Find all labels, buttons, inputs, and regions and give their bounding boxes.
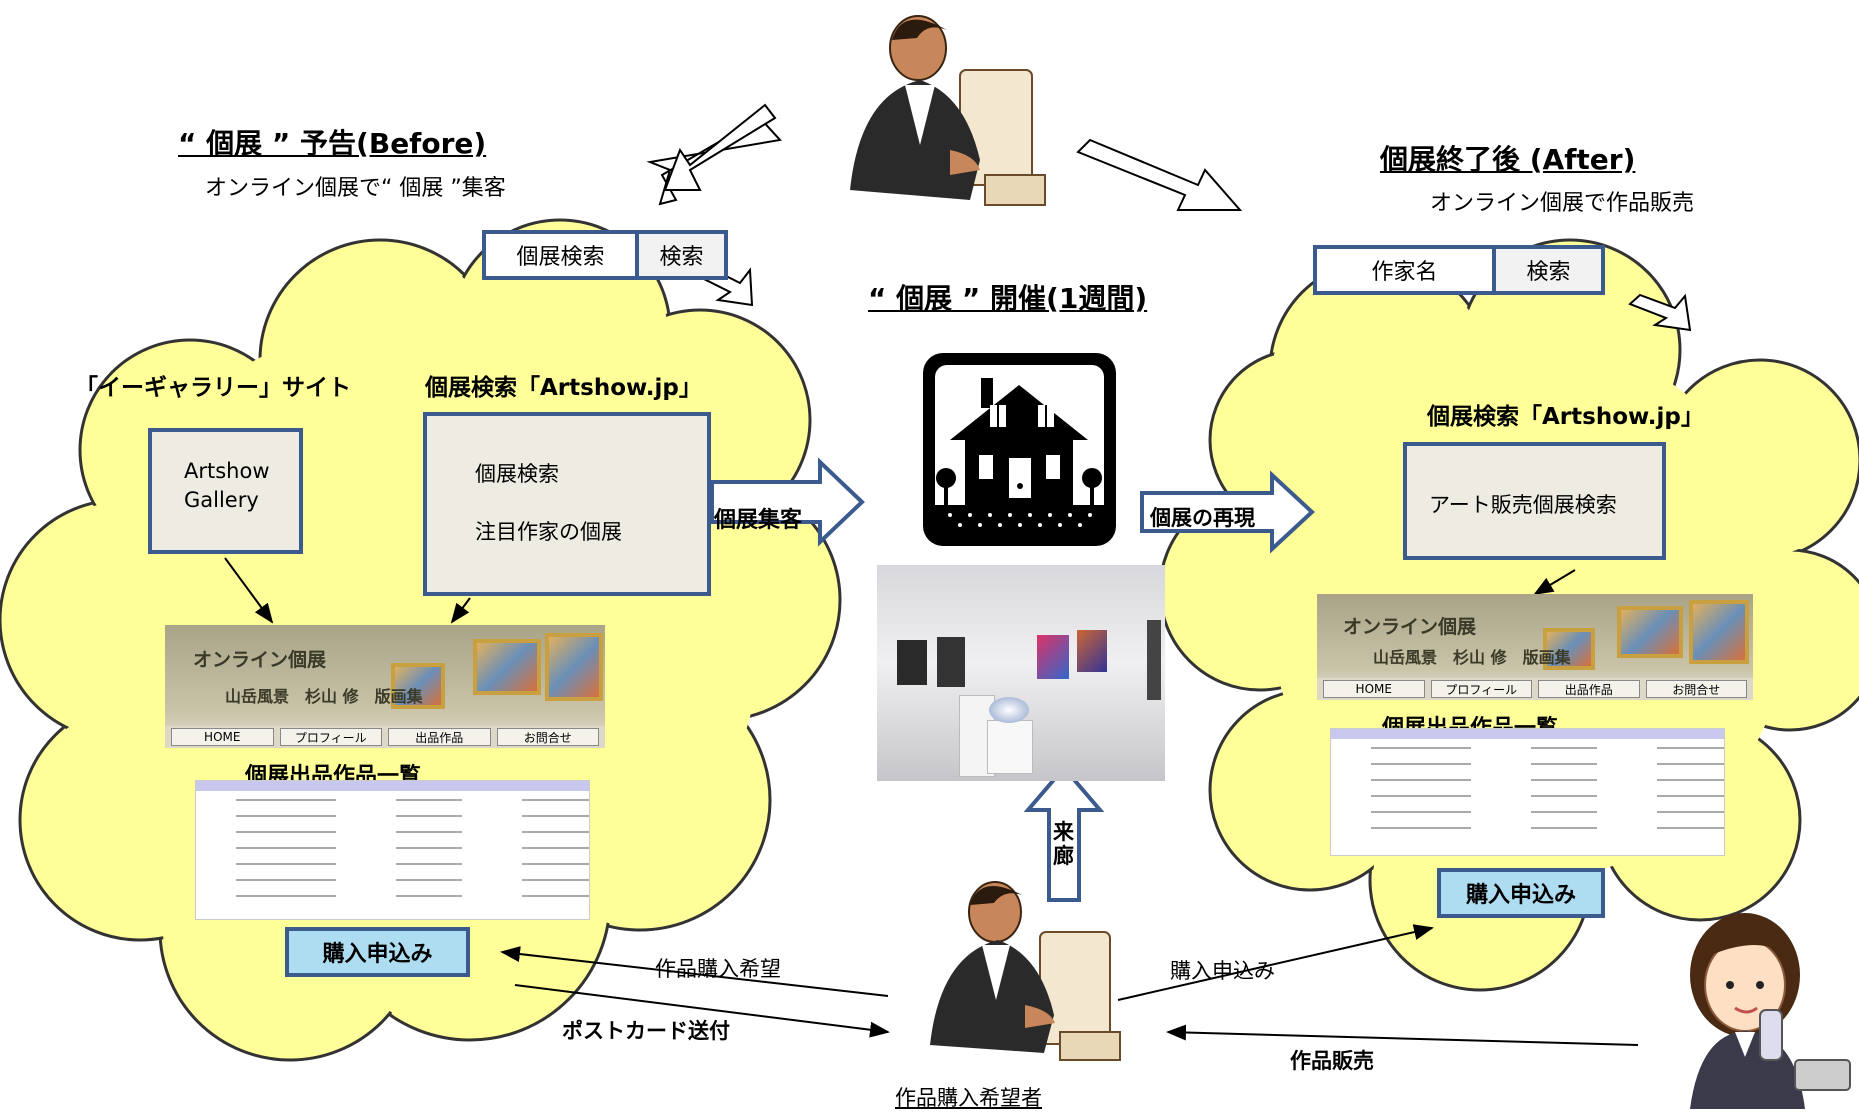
flow-apply: 購入申込み: [1170, 959, 1275, 983]
flow-postcard: ポストカード送付: [562, 1019, 730, 1043]
search-button[interactable]: 検索: [1496, 249, 1601, 291]
nav-contact[interactable]: お問合せ: [1645, 680, 1747, 698]
website-subtitle: 山岳風景 杉山 修 版画集: [1373, 648, 1571, 667]
businessman-top-illustration: [850, 15, 1046, 206]
nav-works[interactable]: 出品作品: [388, 728, 491, 746]
artshow-item[interactable]: 個展検索: [475, 462, 559, 486]
operator-illustration: [1690, 913, 1851, 1109]
online-exhibition-screenshot: オンライン個展 山岳風景 杉山 修 版画集 HOME プロフィール 出品作品 お…: [1317, 594, 1753, 700]
art-sale-search-item[interactable]: アート販売個展検索: [1429, 493, 1617, 517]
artist-name-input[interactable]: 作家名: [1317, 249, 1496, 291]
reproduce-arrow-label: 個展の再現: [1150, 506, 1255, 530]
website-subtitle: 山岳風景 杉山 修 版画集: [225, 687, 423, 706]
nav-home[interactable]: HOME: [1323, 680, 1425, 698]
arrow-to-before: [646, 103, 782, 206]
after-title: 個展終了後 (After): [1380, 143, 1636, 176]
artshow-gallery-text: Artshow Gallery: [184, 459, 270, 512]
website-title: オンライン個展: [193, 649, 327, 671]
arrow-attract: [710, 457, 865, 547]
attract-arrow-label: 個展集客: [714, 508, 803, 533]
search-button[interactable]: 検索: [639, 234, 724, 276]
before-search-bar: 個展検索 検索: [482, 230, 728, 280]
arrow-reproduce: [1140, 470, 1315, 554]
online-exhibition-screenshot: オンライン個展 山岳風景 杉山 修 版画集 HOME プロフィール 出品作品 お…: [165, 625, 605, 748]
artshow-label: 個展検索「Artshow.jp」: [425, 375, 702, 401]
search-input[interactable]: 個展検索: [486, 234, 639, 276]
before-title: “ 個展 ” 予告(Before): [178, 127, 487, 160]
center-title: “ 個展 ” 開催(1週間): [868, 282, 1148, 315]
buyer-illustration: [930, 881, 1121, 1061]
pointer-arrow-after: [1628, 293, 1692, 332]
arrow-to-after: [1076, 138, 1243, 211]
website-nav: HOME プロフィール 出品作品 お問合せ: [1317, 678, 1753, 700]
before-subtitle: オンライン個展で“ 個展 ”集客: [205, 176, 506, 201]
visit-arrow-label: 来廊: [1053, 820, 1074, 868]
gallery-photo: [877, 565, 1165, 781]
flow-sale: 作品販売: [1290, 1049, 1374, 1073]
house-icon: [923, 353, 1116, 546]
after-search-bar: 作家名 検索: [1313, 245, 1605, 295]
works-list: [1330, 728, 1725, 856]
after-subtitle: オンライン個展で作品販売: [1430, 191, 1695, 216]
nav-profile[interactable]: プロフィール: [279, 728, 382, 746]
after-artshow-label: 個展検索「Artshow.jp」: [1427, 404, 1704, 430]
after-artshow-box: アート販売個展検索: [1403, 442, 1666, 560]
gallery-site-label: 「イーギャラリー」サイト: [75, 375, 351, 401]
nav-works[interactable]: 出品作品: [1538, 680, 1640, 698]
website-title: オンライン個展: [1343, 616, 1477, 638]
artshow-search-box: 個展検索 注目作家の個展: [423, 412, 711, 596]
arrow-visit: [1023, 764, 1105, 902]
flow-purchase-wish: 作品購入希望: [655, 957, 781, 981]
website-nav: HOME プロフィール 出品作品 お問合せ: [165, 726, 605, 748]
artshow-item[interactable]: 注目作家の個展: [475, 520, 622, 544]
nav-home[interactable]: HOME: [171, 728, 274, 746]
after-buy-button[interactable]: 購入申込み: [1437, 868, 1605, 918]
before-buy-button[interactable]: 購入申込み: [285, 927, 470, 977]
works-list: [195, 780, 590, 920]
nav-contact[interactable]: お問合せ: [496, 728, 599, 746]
nav-profile[interactable]: プロフィール: [1430, 680, 1532, 698]
buyer-label: 作品購入希望者: [895, 1086, 1042, 1110]
artshow-gallery-box: Artshow Gallery: [148, 428, 303, 554]
